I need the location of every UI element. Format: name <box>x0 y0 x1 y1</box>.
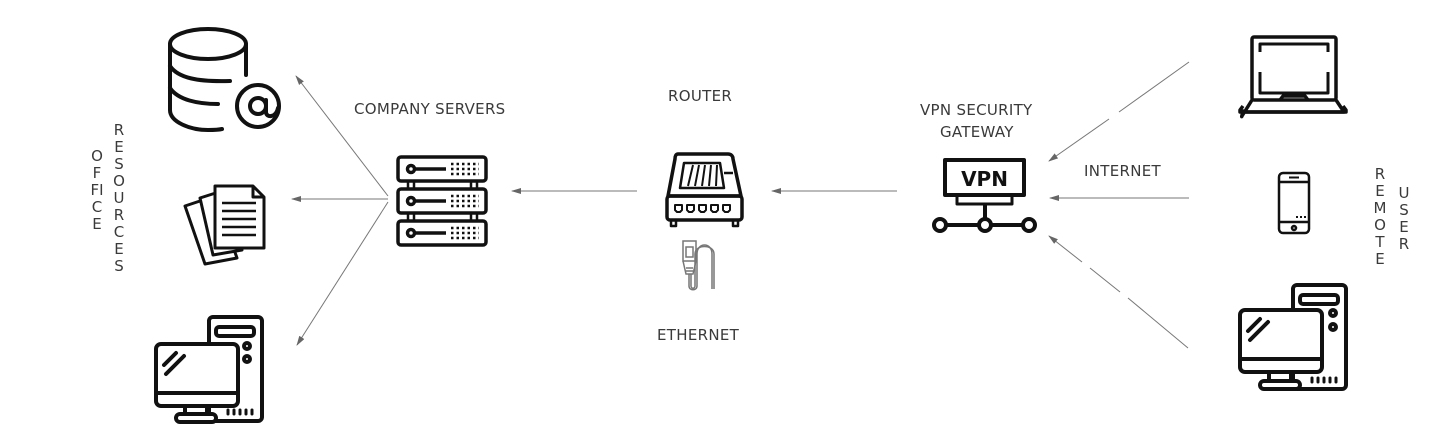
resources-label: RESOURCES <box>113 121 125 275</box>
arrow-desktop-to-gateway-seg <box>1127 297 1189 349</box>
server-rack-icon <box>396 155 488 247</box>
vpn-gateway-label-line2: GATEWAY <box>940 123 1014 141</box>
user-label: USER <box>1398 184 1410 253</box>
vpn-gateway-icon <box>932 158 1037 233</box>
vpn-gateway-label-line1: VPN SECURITY <box>920 101 1033 119</box>
arrow-laptop-to-gateway-seg <box>1118 61 1190 113</box>
arrow-laptop-to-gateway <box>1048 118 1110 162</box>
office-label: OFFICE <box>90 147 104 233</box>
laptop-icon <box>1238 35 1348 119</box>
arrow-desktop-to-gateway-seg2 <box>1089 267 1121 293</box>
desktop-computer-icon <box>1238 283 1348 391</box>
arrow-desktop-to-gateway <box>1048 235 1083 263</box>
documents-icon <box>183 184 266 266</box>
remote-label: REMOTE <box>1373 165 1387 268</box>
router-icon <box>665 152 744 228</box>
internet-label: INTERNET <box>1084 162 1161 180</box>
router-label: ROUTER <box>668 87 733 105</box>
smartphone-icon <box>1277 171 1311 235</box>
arrow-servers-to-desktop <box>296 201 389 346</box>
ethernet-cable-icon <box>682 240 715 291</box>
desktop-computer-icon <box>154 315 264 424</box>
vpn-box-text: VPN <box>961 167 1008 191</box>
company-servers-label: COMPANY SERVERS <box>354 100 506 118</box>
database-at-icon <box>168 27 281 133</box>
ethernet-label: ETHERNET <box>657 326 740 344</box>
arrow-servers-to-database <box>295 75 389 197</box>
